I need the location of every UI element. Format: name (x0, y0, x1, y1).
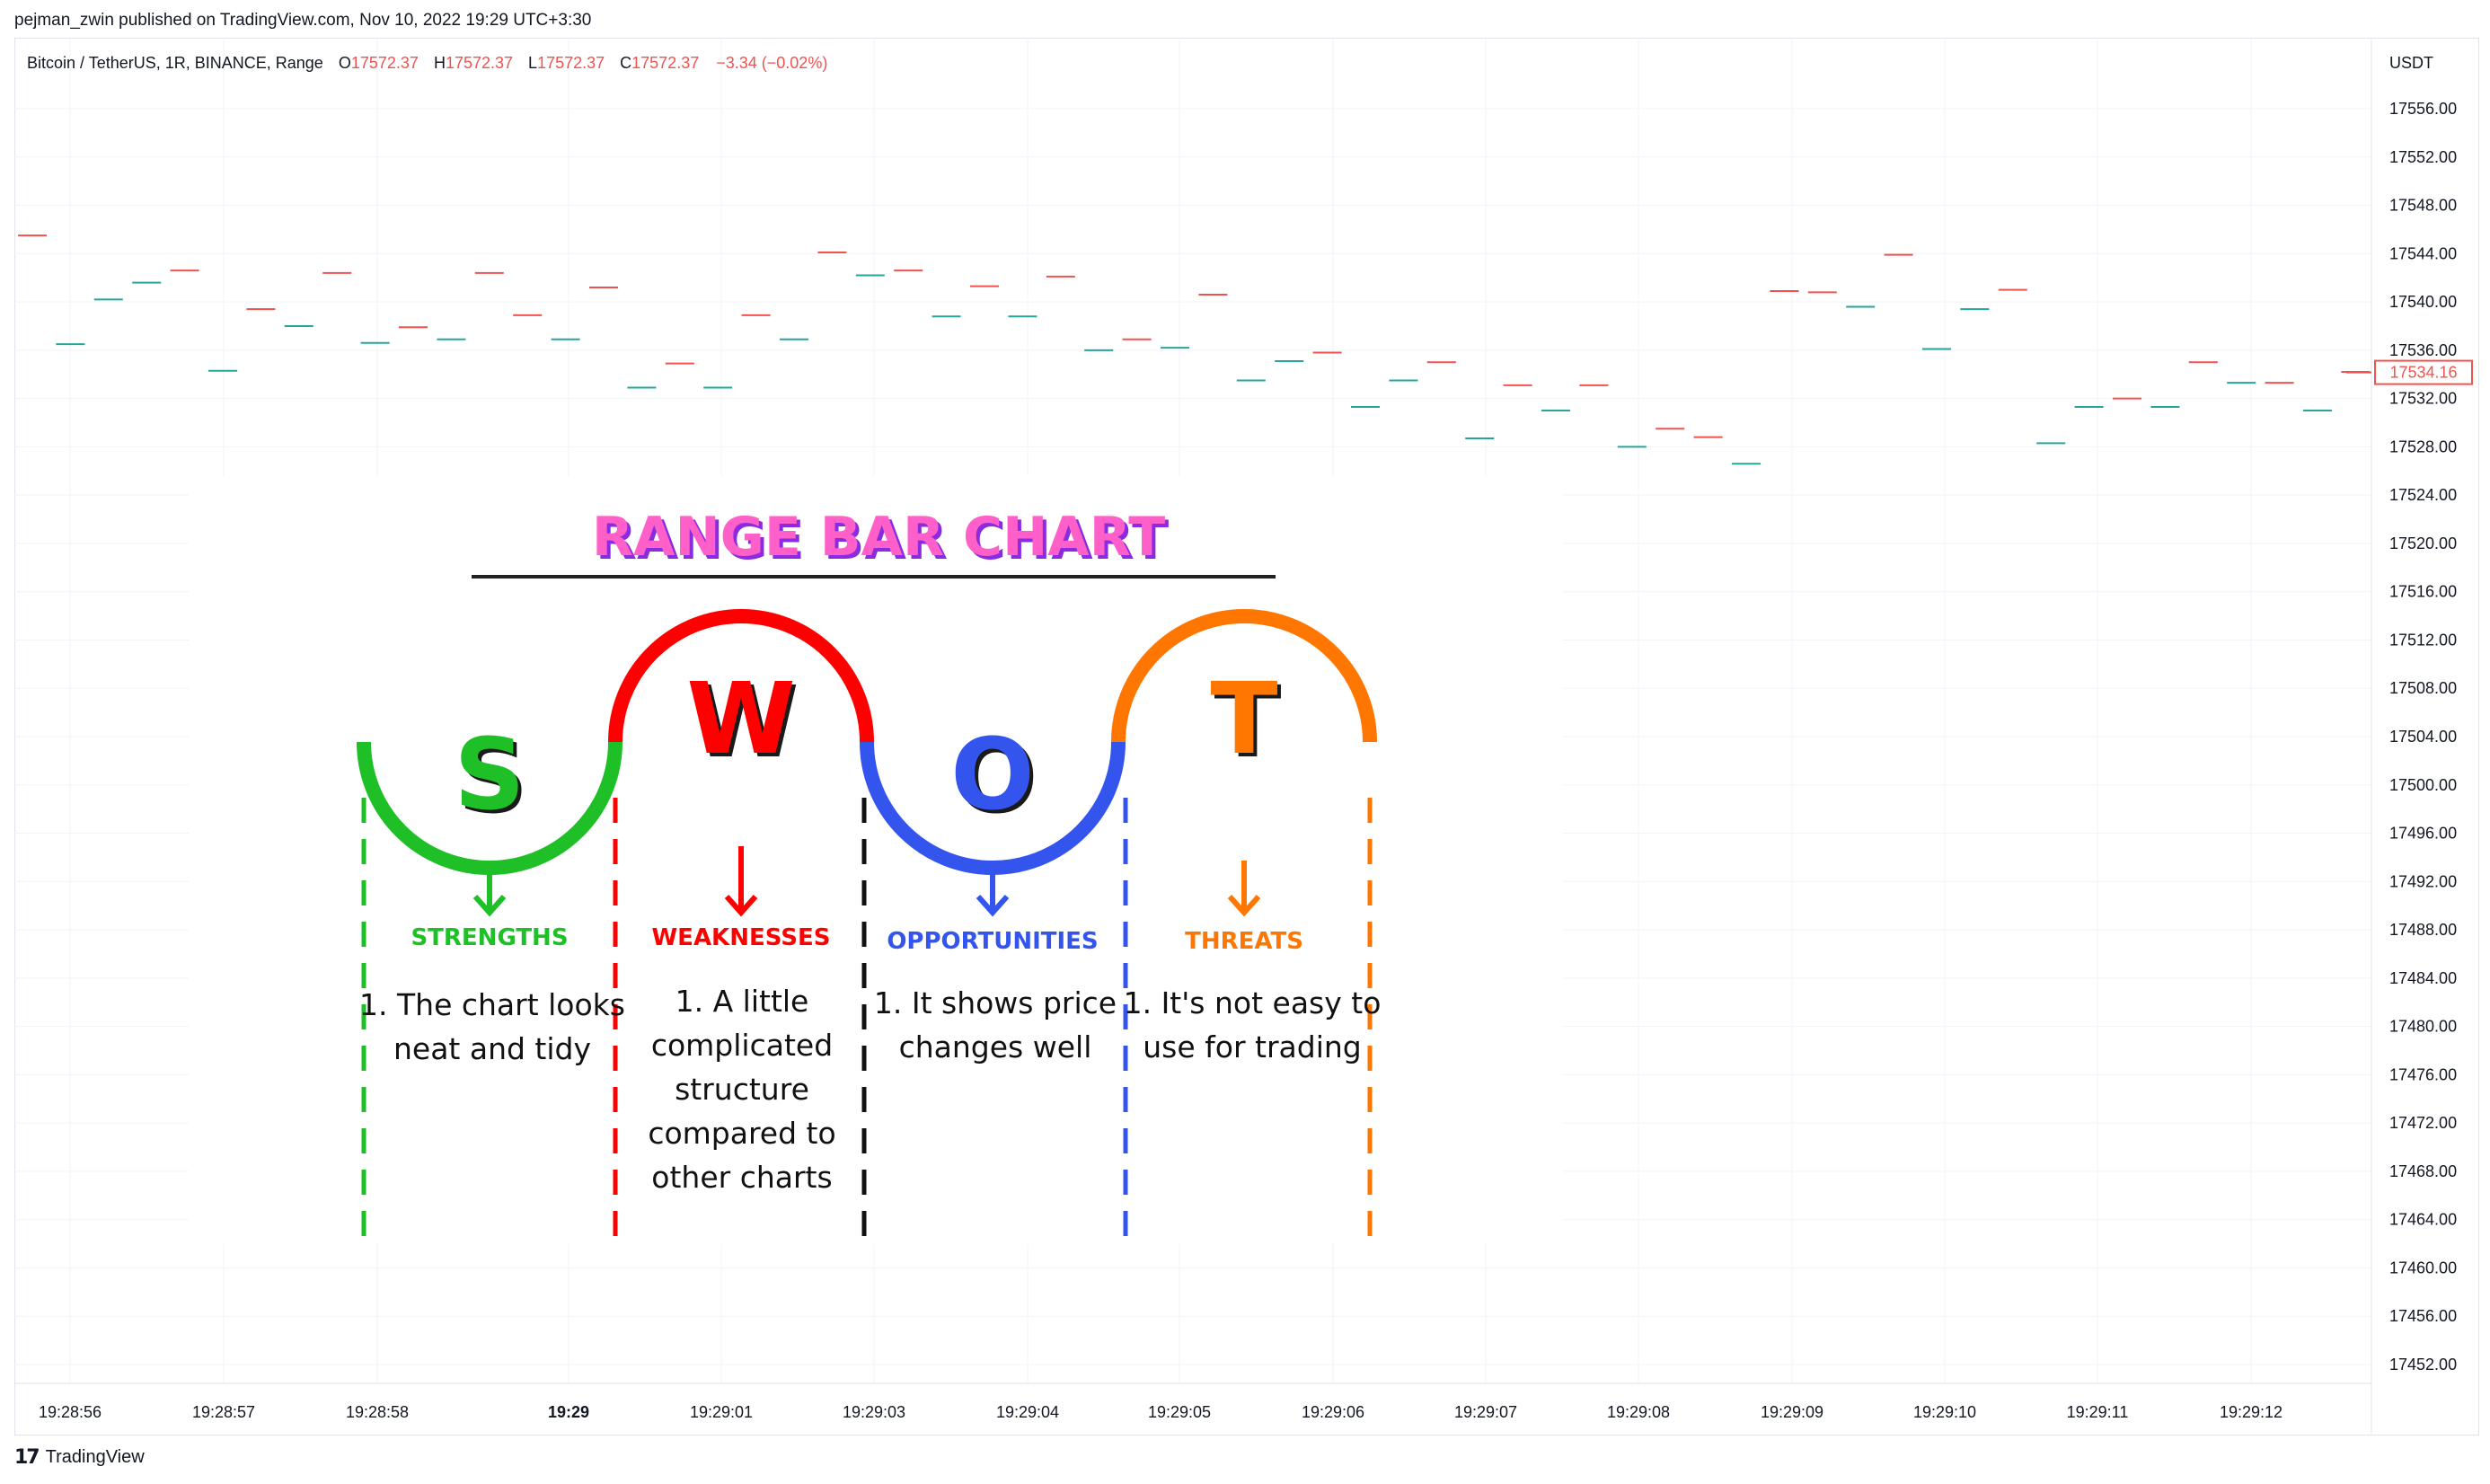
swot-letter-t: T (1210, 661, 1277, 776)
strengths-arc (357, 741, 622, 875)
strengths-arrow-head (472, 895, 507, 917)
x-tick-label: 19:29:09 (1761, 1403, 1823, 1421)
brand-name: TradingView (45, 1447, 145, 1467)
y-tick-label: 17476.00 (2389, 1065, 2457, 1083)
last-price-label: 17534.16 (2389, 364, 2457, 382)
opportunities-arc (860, 741, 1126, 875)
title-shadow: RANGE BAR CHART (596, 509, 1169, 572)
y-tick-label: 17484.00 (2389, 969, 2457, 987)
weaknesses-text-line: other charts (651, 1160, 832, 1195)
weaknesses-arrow-head (724, 895, 758, 917)
y-tick-label: 17488.00 (2389, 921, 2457, 939)
low-label: L (528, 54, 538, 72)
currency-label: USDT (2389, 54, 2433, 72)
letter-shadow: O (954, 720, 1038, 835)
last-price-badge (2374, 359, 2473, 385)
y-tick-label: 17552.00 (2389, 148, 2457, 166)
y-tick-label: 17500.00 (2389, 776, 2457, 794)
high-value: 17572.37 (445, 54, 514, 72)
x-tick-label: 19:29:07 (1454, 1403, 1517, 1421)
x-tick-label: 19:28:58 (346, 1403, 409, 1421)
strengths-text-line: neat and tidy (393, 1031, 591, 1066)
y-tick-label: 17496.00 (2389, 825, 2457, 843)
threats-text-line: use for trading (1143, 1029, 1361, 1064)
y-tick-label: 17536.00 (2389, 341, 2457, 359)
low-value: 17572.37 (537, 54, 605, 72)
y-tick-label: 17548.00 (2389, 197, 2457, 215)
letter-shadow: S (457, 720, 528, 835)
y-tick-label: 17532.00 (2389, 390, 2457, 408)
x-tick-label: 19:28:56 (39, 1403, 102, 1421)
y-tick-label: 17540.00 (2389, 293, 2457, 311)
change-value: −3.34 (−0.02%) (716, 54, 828, 72)
swot-letter-w: W (686, 661, 795, 776)
weaknesses-arc (608, 609, 874, 743)
swot-letter-s: S (454, 717, 525, 832)
x-tick-label: 19:29:08 (1607, 1403, 1670, 1421)
weaknesses-text-line: complicated (651, 1028, 833, 1063)
symbol-legend: Bitcoin / TetherUS, 1R, BINANCE, Range O… (27, 54, 827, 73)
threats-text-line: 1. It's not easy to (1124, 985, 1382, 1020)
letter-shadow: T (1214, 665, 1281, 780)
weaknesses-text-line: compared to (648, 1116, 835, 1151)
x-tick-label: 19:29:01 (690, 1403, 753, 1421)
y-tick-label: 17468.00 (2389, 1162, 2457, 1180)
high-label: H (433, 54, 446, 72)
weaknesses-heading: WEAKNESSES (652, 924, 831, 951)
y-tick-label: 17492.00 (2389, 872, 2457, 890)
y-tick-label: 17452.00 (2389, 1356, 2457, 1374)
opportunities-text-line: changes well (899, 1029, 1092, 1064)
x-tick-label: 19:29 (548, 1403, 589, 1421)
symbol-name: Bitcoin / TetherUS, 1R, BINANCE, Range (27, 54, 323, 72)
y-tick-label: 17508.00 (2389, 679, 2457, 697)
y-tick-label: 17520.00 (2389, 534, 2457, 552)
opportunities-text-line: 1. It shows price (874, 985, 1117, 1020)
y-tick-label: 17480.00 (2389, 1018, 2457, 1036)
x-tick-label: 19:28:57 (192, 1403, 255, 1421)
y-tick-label: 17544.00 (2389, 244, 2457, 262)
open-value: 17572.37 (350, 54, 419, 72)
swot-panel (189, 476, 1563, 1244)
close-value: 17572.37 (631, 54, 700, 72)
strengths-text-line: 1. The chart looks (359, 987, 625, 1022)
y-tick-label: 17512.00 (2389, 631, 2457, 649)
y-tick-label: 17456.00 (2389, 1307, 2457, 1325)
y-tick-label: 17472.00 (2389, 1114, 2457, 1132)
threats-heading: THREATS (1185, 928, 1303, 955)
threats-arc (1111, 609, 1377, 743)
x-tick-label: 19:29:12 (2220, 1403, 2282, 1421)
y-tick-label: 17524.00 (2389, 486, 2457, 504)
x-tick-label: 19:29:03 (843, 1403, 905, 1421)
weaknesses-text-line: structure (675, 1072, 809, 1107)
opportunities-arrow-head (976, 895, 1010, 917)
y-tick-label: 17464.00 (2389, 1211, 2457, 1229)
weaknesses-text-line: 1. A little (675, 984, 809, 1019)
published-by-line: pejman_zwin published on TradingView.com… (14, 11, 592, 30)
y-tick-label: 17528.00 (2389, 437, 2457, 455)
swot-letter-o: O (950, 717, 1035, 832)
tradingview-logo[interactable]: 𝟭𝟳 TradingView (14, 1446, 145, 1469)
tradingview-mark-icon: 𝟭𝟳 (14, 1446, 40, 1469)
y-tick-label: 17504.00 (2389, 728, 2457, 746)
opportunities-heading: OPPORTUNITIES (887, 928, 1098, 955)
y-tick-label: 17460.00 (2389, 1259, 2457, 1276)
x-tick-label: 19:29:10 (1913, 1403, 1976, 1421)
x-tick-label: 19:29:05 (1148, 1403, 1211, 1421)
close-label: C (620, 54, 632, 72)
x-tick-label: 19:29:06 (1302, 1403, 1364, 1421)
threats-arrow-head (1227, 895, 1261, 917)
y-tick-label: 17516.00 (2389, 583, 2457, 601)
y-tick-label: 17556.00 (2389, 100, 2457, 118)
x-tick-label: 19:29:11 (2067, 1403, 2129, 1421)
open-label: O (338, 54, 351, 72)
letter-shadow: W (690, 665, 799, 780)
swot-title: RANGE BAR CHART (592, 506, 1165, 569)
strengths-heading: STRENGTHS (411, 924, 568, 951)
x-tick-label: 19:29:04 (996, 1403, 1059, 1421)
